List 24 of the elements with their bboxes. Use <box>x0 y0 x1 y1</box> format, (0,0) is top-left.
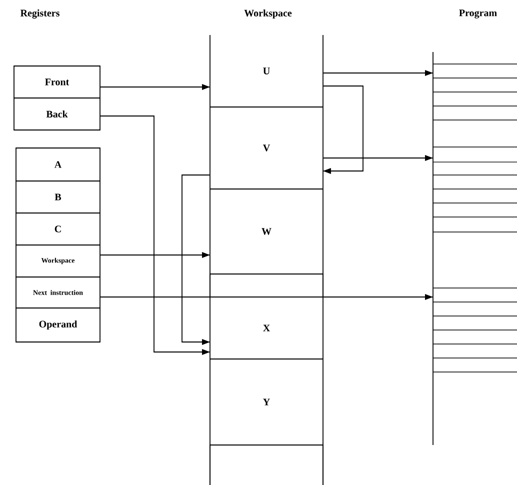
node-label: Y <box>263 398 270 406</box>
column-heading: Program <box>459 10 497 18</box>
workspace-segment: V <box>210 144 324 190</box>
register-box: B <box>16 180 100 214</box>
arrow <box>100 294 433 300</box>
arrow <box>100 252 210 258</box>
workspace-segment <box>210 274 324 298</box>
column-heading: Workspace <box>244 9 292 19</box>
arrow <box>323 86 364 174</box>
register-box: C <box>16 212 100 246</box>
arrow <box>100 84 210 90</box>
register-box: A <box>16 148 100 182</box>
workspace-segment <box>210 444 324 485</box>
workspace-segment: U <box>210 68 324 108</box>
node-label: W <box>262 228 272 235</box>
register-box: Operand <box>16 308 100 342</box>
arrow <box>100 116 210 355</box>
arrow <box>182 174 210 345</box>
workspace-segment: X <box>210 324 324 360</box>
column-heading: Registers <box>20 9 60 19</box>
arrow <box>323 155 433 161</box>
arrow <box>323 70 433 76</box>
register-box: Front <box>14 66 100 98</box>
register-box: Back <box>14 98 100 130</box>
